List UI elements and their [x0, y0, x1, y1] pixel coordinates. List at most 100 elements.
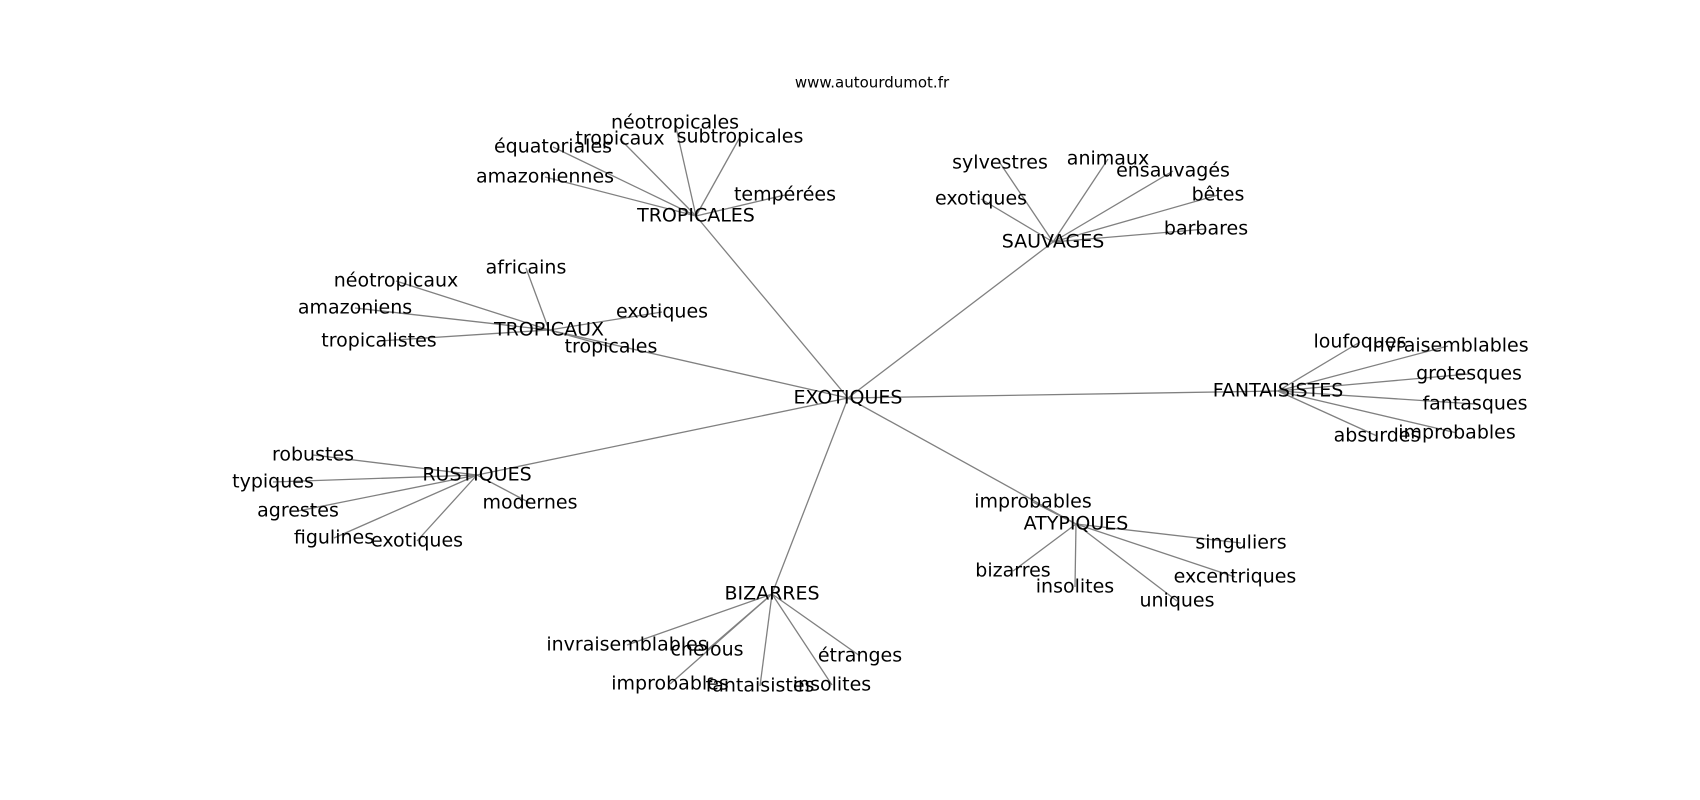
leaf-node: exotiques	[935, 188, 1027, 210]
hub-node-sauvages: SAUVAGES	[1002, 231, 1105, 253]
edge-sauvages-0	[999, 162, 1054, 243]
leaf-node: amazoniens	[298, 297, 412, 319]
leaf-node: improbables	[611, 673, 729, 695]
edge-rustiques-2	[297, 474, 478, 512]
edge-tropicaux-2	[354, 307, 550, 331]
edge-sauvages-2	[1052, 170, 1174, 243]
leaf-node: absurdes	[1334, 425, 1421, 447]
leaf-node: bêtes	[1192, 184, 1245, 206]
hub-node-rustiques: RUSTIQUES	[422, 464, 531, 486]
leaf-node: invraisemblables	[1367, 335, 1528, 357]
edge-rustiques-5	[416, 474, 478, 542]
leaf-node: tropicaux	[575, 128, 664, 150]
edge-fantaisistes-3	[1277, 390, 1476, 405]
leaf-node: équatoriales	[494, 136, 612, 158]
leaf-node: amazoniennes	[476, 166, 614, 188]
leaf-node: modernes	[483, 492, 578, 514]
leaf-node: tempérées	[734, 184, 836, 206]
source-label: www.autourdumot.fr	[795, 74, 950, 92]
leaf-node: insolites	[1036, 576, 1114, 598]
edge-center-rustiques	[476, 397, 849, 476]
leaf-node: improbables	[1398, 422, 1516, 444]
leaf-node: chelous	[670, 639, 743, 661]
hub-node-tropicaux: TROPICAUX	[493, 319, 604, 341]
hub-node-fantaisistes: FANTAISISTES	[1213, 380, 1344, 402]
leaf-node: exotiques	[616, 301, 708, 323]
edge-fantaisistes-5	[1277, 390, 1458, 434]
edge-tropicales-3	[695, 136, 741, 217]
edge-bizarres-2	[771, 593, 861, 657]
edge-bizarres-0	[626, 593, 773, 646]
leaf-node: robustes	[272, 444, 354, 466]
edge-sauvages-4	[1052, 194, 1219, 243]
leaf-node: excentriques	[1174, 566, 1297, 588]
edge-rustiques-4	[333, 474, 478, 539]
edge-fantaisistes-1	[1277, 345, 1449, 392]
leaf-node: grotesques	[1416, 363, 1522, 385]
leaf-node: fantaisistes	[706, 675, 815, 697]
leaf-node: figulines	[294, 527, 374, 549]
leaf-node: singuliers	[1195, 532, 1286, 554]
edge-bizarres-4	[759, 593, 773, 687]
edge-atypiques-4	[1074, 523, 1077, 588]
leaf-node: bizarres	[975, 560, 1050, 582]
edge-fantaisistes-0	[1277, 341, 1361, 392]
edge-tropicaux-5	[548, 329, 612, 348]
edge-tropicaux-3	[548, 311, 663, 331]
leaf-node: typiques	[232, 471, 314, 493]
edge-center-atypiques	[847, 397, 1077, 525]
edge-fantaisistes-2	[1277, 373, 1470, 392]
leaf-node: animaux	[1067, 148, 1149, 170]
leaf-node: tropicales	[565, 336, 658, 358]
edge-sauvages-1	[1052, 158, 1109, 243]
edge-rustiques-1	[272, 474, 478, 483]
edge-sauvages-3	[980, 198, 1054, 243]
edge-atypiques-3	[1075, 523, 1236, 578]
edge-layer	[272, 122, 1476, 687]
leaf-node: insolites	[793, 674, 871, 696]
leaf-node: sylvestres	[952, 152, 1048, 174]
hub-node-atypiques: ATYPIQUES	[1024, 513, 1129, 535]
edge-rustiques-0	[312, 454, 478, 476]
edge-rustiques-3	[476, 474, 531, 504]
edge-tropicaux-1	[395, 280, 550, 331]
edge-tropicales-1	[552, 146, 697, 217]
edge-bizarres-3	[669, 593, 773, 685]
edge-tropicales-5	[695, 194, 786, 217]
edge-center-tropicales	[695, 215, 849, 399]
leaf-node: subtropicales	[677, 126, 804, 148]
edge-atypiques-0	[1032, 501, 1077, 525]
edge-tropicales-0	[674, 122, 697, 217]
edge-tropicaux-0	[525, 267, 550, 331]
leaf-node: africains	[486, 257, 567, 279]
label-layer: www.autourdumot.fr EXOTIQUES TROPICALES né…	[232, 74, 1529, 697]
edge-atypiques-5	[1075, 523, 1178, 602]
leaf-node: agrestes	[257, 500, 339, 522]
leaf-node: improbables	[974, 491, 1092, 513]
leaf-node: tropicalistes	[321, 330, 436, 352]
leaf-node: fantasques	[1422, 393, 1527, 415]
leaf-node: néotropicaux	[334, 270, 459, 292]
leaf-node: étranges	[818, 645, 902, 667]
leaf-node: néotropicales	[611, 112, 739, 134]
center-node: EXOTIQUES	[794, 387, 903, 409]
edge-sauvages-5	[1052, 228, 1207, 243]
edge-center-fantaisistes	[847, 390, 1279, 399]
edge-center-sauvages	[847, 241, 1054, 399]
leaf-node: ensauvagés	[1116, 160, 1230, 182]
leaf-node: barbares	[1164, 218, 1248, 240]
edge-bizarres-5	[771, 593, 833, 686]
edge-fantaisistes-4	[1277, 390, 1378, 437]
leaf-node: invraisemblables	[546, 634, 707, 656]
leaf-node: exotiques	[371, 530, 463, 552]
edge-tropicales-2	[619, 138, 697, 217]
edge-atypiques-1	[1075, 523, 1242, 544]
hub-node-tropicales: TROPICALES	[636, 205, 755, 227]
edge-tropicaux-4	[378, 329, 550, 342]
edge-center-tropicaux	[548, 329, 849, 399]
hub-node-bizarres: BIZARRES	[724, 583, 819, 605]
leaf-node: loufoques	[1314, 331, 1407, 353]
edge-tropicales-4	[544, 176, 697, 217]
leaf-node: uniques	[1139, 590, 1214, 612]
